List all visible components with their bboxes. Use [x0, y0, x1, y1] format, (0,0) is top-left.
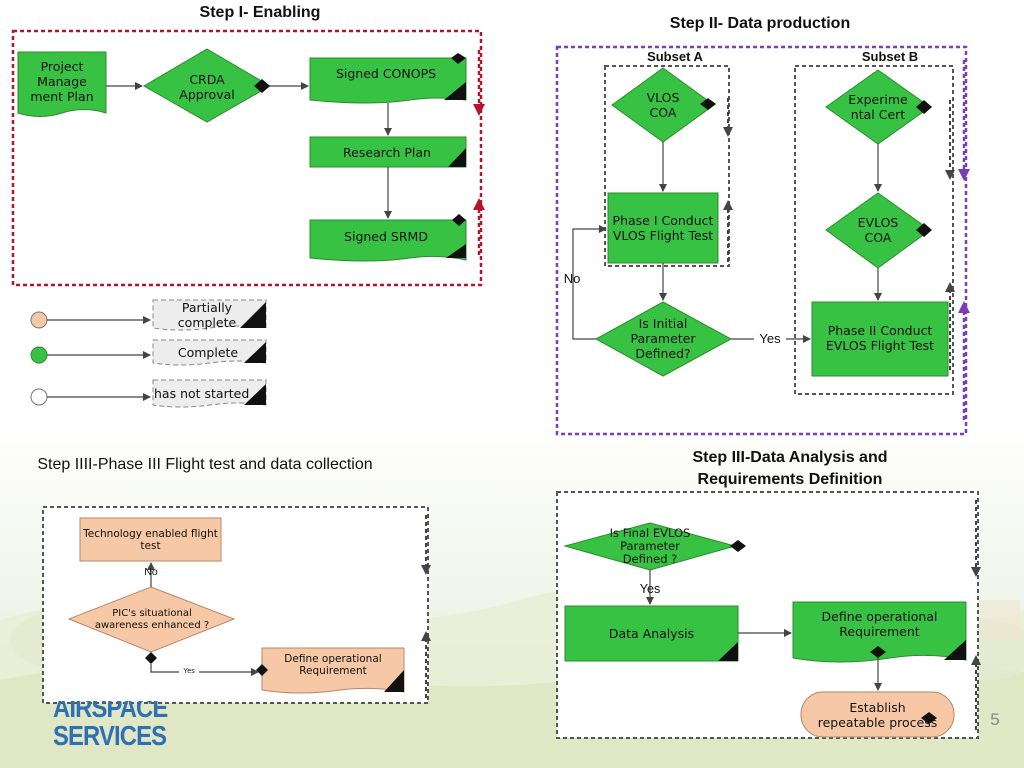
awareness-label: PIC's situational awareness enhanced ?	[94, 608, 210, 631]
vlos-coa-label: VLOS COA	[646, 90, 680, 120]
yes-label: Yes	[754, 331, 786, 346]
project-plan-shape	[17, 51, 107, 117]
repeatable-shape	[800, 691, 955, 738]
airspace-services-logo: AIRSPACE SERVICES	[53, 692, 168, 751]
step4-no-label: No	[144, 566, 158, 578]
phase2-label: Phase II Conduct EVLOS Flight Test	[825, 323, 935, 353]
step3-yes-label: Yes	[639, 582, 661, 596]
phase1-label: Phase I Conduct VLOS Flight Test	[612, 213, 714, 243]
phase1-shape	[607, 192, 719, 264]
research-plan-shape	[309, 136, 467, 168]
initial-param-label: Is Initial Parameter Defined?	[630, 315, 696, 361]
step3-title: Step III-Data Analysis and Requirements …	[692, 449, 888, 488]
initial-param-shape	[594, 301, 733, 377]
srmd-label: Signed SRMD	[344, 228, 428, 244]
srmd-shape	[309, 219, 467, 262]
subset-a-label: Subset A	[647, 49, 703, 64]
legend-complete-label: Complete	[177, 344, 239, 360]
step1-title: Step I- Enabling	[199, 4, 321, 21]
step4-title: Step IIII-Phase III Flight test and data…	[37, 456, 373, 473]
project-plan-label: Project Manage ment Plan	[30, 58, 94, 104]
legend-complete-shape	[152, 339, 267, 366]
data-analysis-shape	[564, 605, 739, 662]
exp-cert-label: Experime ntal Cert	[848, 92, 908, 122]
phase2-shape	[811, 301, 949, 377]
conops-label: Signed CONOPS	[335, 65, 437, 81]
legend-complete-circle	[30, 346, 48, 364]
step4-yes-label: Yes	[179, 668, 199, 676]
evlos-coa-label: EVLOS COA	[857, 215, 899, 245]
repeatable-label: Establish repeatable process	[817, 699, 938, 730]
step4-define-req-label: Define operational Requirement	[284, 653, 382, 677]
subset-b-box	[794, 65, 954, 395]
legend-not-started-label: has not started	[154, 385, 250, 401]
subset-b-label: Subset B	[861, 49, 919, 64]
tech-test-label: Technology enabled flight test	[83, 527, 218, 552]
research-plan-label: Research Plan	[343, 144, 431, 160]
subset-a-box	[604, 65, 730, 267]
crda-shape	[143, 48, 271, 123]
tech-test-shape	[79, 517, 222, 562]
legend-partial-circle	[30, 311, 48, 329]
data-analysis-label: Data Analysis	[608, 625, 695, 641]
legend-partial-label: Partially complete	[177, 300, 237, 330]
legend-not-started-shape	[152, 379, 267, 408]
page-number: 5	[990, 710, 1000, 729]
legend-not-started-circle	[30, 388, 48, 406]
step2-title: Step II- Data production	[669, 15, 851, 32]
no-label: No	[563, 271, 581, 286]
define-req-label: Define operational Requirement	[821, 609, 938, 639]
final-param-label: Is Final EVLOS Parameter Defined ?	[609, 525, 691, 566]
crda-label: CRDA Approval	[179, 72, 235, 102]
